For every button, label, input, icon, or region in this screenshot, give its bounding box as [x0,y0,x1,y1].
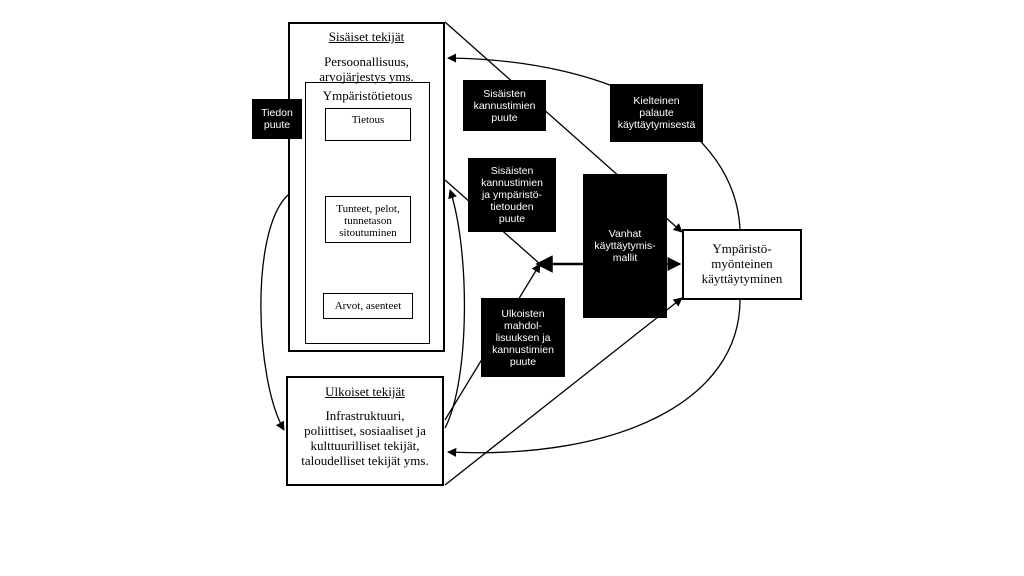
personality-line-1: Persoonallisuus, [324,54,409,69]
feelings-line-1: Tunteet, pelot, [336,203,400,215]
lack-internal-incentives-label: Sisäisten kannustimien puute [463,80,546,131]
external-line-4: taloudelliset tekijät yms. [301,453,429,468]
knowledge-box: Tietous [325,108,411,141]
personality-line-2: arvojärjestys yms. [319,69,414,84]
lack-internal-env-knowledge-label: Sisäisten kannustimien ja ympäristö- tie… [468,158,556,232]
negative-feedback-label: Kielteinen palaute käyttäytymisestä [610,84,703,142]
internal-factors-title: Sisäiset tekijät [328,29,405,44]
feelings-box: Tunteet, pelot, tunnetason sitoutuminen [325,196,411,243]
outcome-line-3: käyttäytyminen [701,271,783,286]
external-line-1: Infrastruktuuri, [325,408,405,423]
outcome-box: Ympäristö- myönteinen käyttäytyminen [682,229,802,300]
env-knowledge-title: Ympäristötietous [322,88,413,103]
external-factors-box: Ulkoiset tekijät Infrastruktuuri, poliit… [286,376,444,486]
values-label: Arvot, asenteet [334,300,402,312]
feelings-line-3: sitoutuminen [339,227,397,239]
knowledge-label: Tietous [351,114,385,126]
external-factors-title: Ulkoiset tekijät [325,384,405,399]
external-line-3: kulttuurilliset tekijät, [310,438,420,453]
feelings-line-2: tunnetason [344,215,392,227]
env-knowledge-box: Ympäristötietous [305,82,430,344]
connector-outcome-to-external [447,299,741,457]
lack-external-label: Ulkoisten mahdol- lisuuksen ja kannustim… [481,298,565,377]
old-habits-box: Vanhat käyttäytymis- mallit [583,174,667,318]
connector-internal-to-external [260,194,289,431]
external-line-2: poliittiset, sosiaaliset ja [304,423,426,438]
outcome-line-2: myönteinen [711,256,773,271]
connector-external-to-outcome [444,297,683,486]
values-box: Arvot, asenteet [323,293,413,319]
outcome-line-1: Ympäristö- [712,241,772,256]
